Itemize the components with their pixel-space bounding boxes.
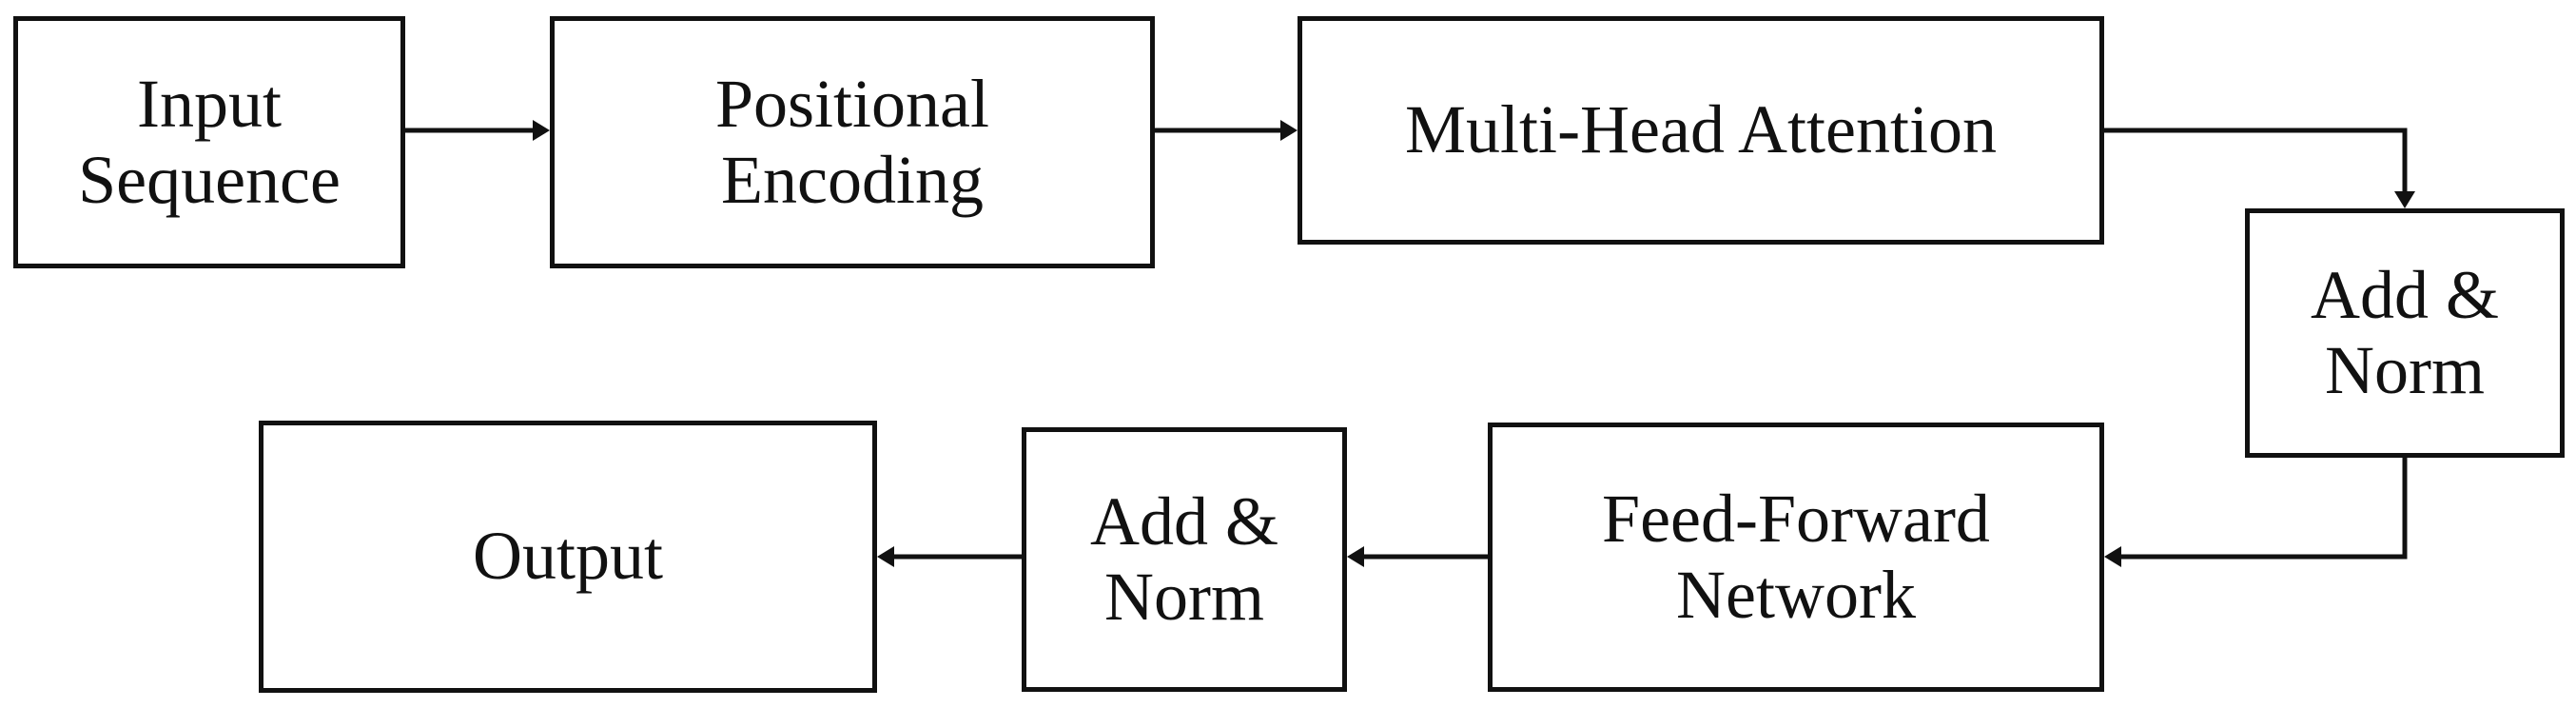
node-label-line: Add & xyxy=(1090,482,1278,560)
arrowhead-output xyxy=(877,546,894,567)
multi-head-attention-node: Multi-Head Attention xyxy=(1298,16,2104,245)
node-label-line: Add & xyxy=(2311,256,2499,333)
arrowhead-addnorm2 xyxy=(1347,546,1364,567)
arrowhead-ffn xyxy=(2104,546,2121,567)
node-label-line: Norm xyxy=(1104,559,1264,635)
output-node: Output xyxy=(259,421,877,693)
node-label-line: Encoding xyxy=(721,141,984,218)
node-label-line: Multi-Head Attention xyxy=(1405,91,1997,168)
edge-addnorm1-to-ffn xyxy=(2116,458,2408,560)
add-norm-node-1: Add & Norm xyxy=(2245,208,2565,458)
node-label-line: Feed-Forward xyxy=(1602,481,1990,558)
input-sequence-node: Input Sequence xyxy=(13,16,405,268)
node-label-line: Norm xyxy=(2325,332,2485,408)
arrowhead-positional xyxy=(533,120,550,141)
node-label-line: Output xyxy=(472,518,663,595)
add-norm-node-2: Add & Norm xyxy=(1022,427,1347,692)
feed-forward-network-node: Feed-Forward Network xyxy=(1488,423,2104,692)
edge-attention-to-addnorm1 xyxy=(2104,128,2408,197)
node-label-line: Sequence xyxy=(78,141,341,218)
node-label-line: Input xyxy=(137,66,282,143)
arrowhead-addnorm1 xyxy=(2394,191,2415,208)
node-label-line: Network xyxy=(1676,556,1916,633)
arrowhead-attention xyxy=(1280,120,1298,141)
positional-encoding-node: Positional Encoding xyxy=(550,16,1155,268)
node-label-line: Positional xyxy=(714,66,990,143)
